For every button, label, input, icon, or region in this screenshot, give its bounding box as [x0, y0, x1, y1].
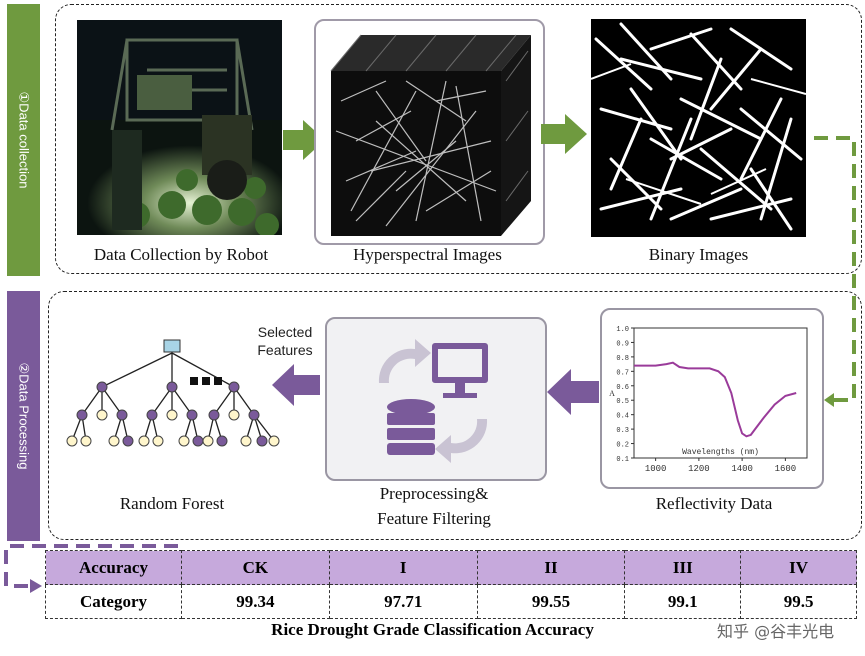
arrow-left-icon	[545, 367, 601, 417]
data-processing-band: ②Data Processing	[7, 291, 40, 541]
reflectivity-chart: 1.0 0.9 0.8 0.7 0.6 0.5 0.4 0.3 0.2 0.1 1000 1200 14…	[602, 310, 822, 487]
y-tick-label: 0.9	[616, 340, 629, 348]
reflectance-curve	[634, 363, 796, 437]
caption-random-forest: Random Forest	[72, 494, 272, 514]
table-header-cell: Accuracy	[46, 551, 182, 585]
monitor-icon	[432, 343, 488, 398]
caption-preprocessing-1: Preprocessing&	[325, 484, 543, 504]
binary-image	[591, 19, 806, 237]
table-row: Category 99.34 97.71 99.55 99.1 99.5	[46, 585, 857, 619]
table-header-cell: II	[477, 551, 625, 585]
x-tick-label: 1200	[688, 464, 710, 474]
arrow-right-icon	[541, 112, 589, 156]
y-tick-label: 0.2	[616, 442, 629, 450]
caption-reflectivity: Reflectivity Data	[600, 494, 828, 514]
watermark: 知乎 @谷丰光电	[717, 618, 834, 642]
random-forest-diagram	[62, 335, 287, 455]
table-cell: 99.1	[625, 585, 741, 619]
caption-hyperspectral: Hyperspectral Images	[314, 245, 541, 265]
table-header-cell: I	[329, 551, 477, 585]
table-cell: 99.55	[477, 585, 625, 619]
data-processing-label: ②Data Processing	[16, 362, 32, 469]
x-axis-label: Wavelengths (nm)	[682, 448, 759, 457]
data-collection-band: ①Data collection	[7, 4, 40, 276]
accuracy-table: Accuracy CK I II III IV Category 99.34 9…	[45, 550, 857, 619]
caption-binary: Binary Images	[591, 245, 806, 265]
y-tick-label: 0.8	[616, 355, 629, 363]
reflectivity-panel: 1.0 0.9 0.8 0.7 0.6 0.5 0.4 0.3 0.2 0.1 1000 1200 14…	[600, 308, 824, 489]
y-tick-label: 0.1	[616, 456, 629, 464]
y-tick-label: 0.6	[616, 384, 629, 392]
x-tick-label: 1000	[645, 464, 667, 474]
y-tick-label: 0.3	[616, 427, 629, 435]
hyperspectral-cube	[314, 19, 545, 245]
robot-photo	[77, 20, 282, 235]
data-collection-label: ①Data collection	[16, 92, 32, 189]
table-header-cell: CK	[182, 551, 330, 585]
table-cell: 99.5	[741, 585, 857, 619]
x-tick-label: 1600	[775, 464, 797, 474]
database-icon	[387, 399, 435, 455]
table-header-row: Accuracy CK I II III IV	[46, 551, 857, 585]
table-cell: 99.34	[182, 585, 330, 619]
table-cell: Category	[46, 585, 182, 619]
y-axis-label: A	[609, 389, 615, 398]
caption-robot: Data Collection by Robot	[66, 245, 296, 265]
table-header-cell: III	[625, 551, 741, 585]
plot-frame	[634, 328, 807, 458]
x-tick-label: 1400	[731, 464, 753, 474]
y-tick-label: 1.0	[616, 326, 629, 334]
caption-preprocessing-2: Feature Filtering	[325, 509, 543, 529]
table-cell: 97.71	[329, 585, 477, 619]
preprocessing-panel	[325, 317, 547, 481]
table-header-cell: IV	[741, 551, 857, 585]
y-tick-label: 0.4	[616, 413, 629, 421]
y-tick-label: 0.5	[616, 398, 629, 406]
y-tick-label: 0.7	[616, 369, 629, 377]
